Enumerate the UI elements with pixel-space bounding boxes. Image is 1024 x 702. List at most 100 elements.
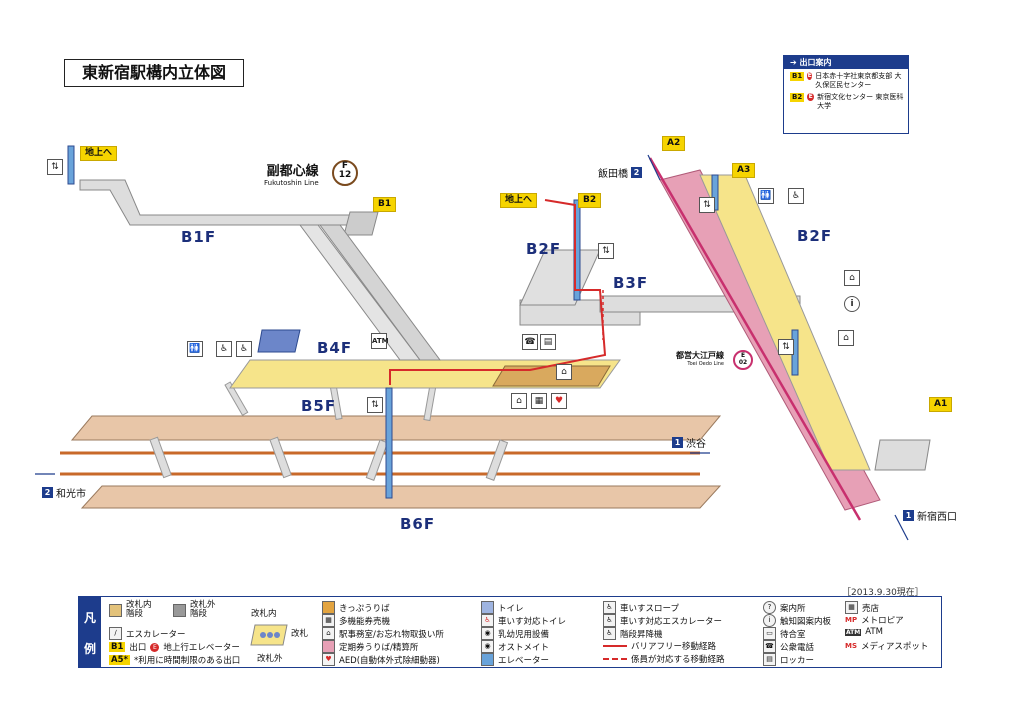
legend-text: 車いすスロープ [620, 603, 679, 614]
direction-wakoshi: 2 和光市 [42, 485, 86, 500]
aed-icon: ♥ [551, 393, 567, 409]
exit-guide: ➔ 出口案内 B1 E 日本赤十字社東京都支部 大久保区民センター B2 E 新… [783, 55, 909, 134]
legend-text: 車いす対応エスカレーター [620, 616, 723, 627]
elevator-mark: E [807, 93, 815, 101]
ticket-office-icon: ⌂ [556, 364, 572, 380]
legend-text: 売店 [862, 603, 880, 614]
accessible-toilet-icon: ♿ [481, 614, 494, 627]
stairs-icon [109, 603, 122, 617]
legend-side-2: 例 [83, 642, 96, 656]
elevator-icon: ⇅ [778, 339, 794, 355]
legend-text: 地上行エレベーター [163, 643, 240, 653]
baby-room-icon: ◉ [481, 627, 494, 640]
public-phone-icon: ☎ [522, 334, 538, 350]
legend-side: 凡 例 [79, 597, 101, 667]
elevator-icon: ⇅ [47, 159, 63, 175]
legend-exit-time: A5* *利用に時間制限のある出口 [109, 654, 240, 666]
direction-shibuya: 1 渋谷 [672, 435, 706, 450]
legend-wheelchair-escalator: ♿車いす対応エスカレーター [603, 614, 722, 627]
legend-multi-machine: ▦多機能券売機 [322, 614, 390, 627]
date-stamp: ［2013.9.30現在］ [842, 588, 924, 598]
legend-elevator: エレベーター [481, 653, 549, 666]
wakoshi-num: 2 [42, 487, 53, 498]
floor-b3f: B3F [613, 274, 649, 292]
tag-chijo-mid: 地上へ [500, 193, 538, 208]
tag-b1[interactable]: B1 [373, 197, 397, 212]
legend-stairs-outside: 改札外 階段 [173, 601, 216, 619]
exit-guide-heading: ➔ 出口案内 [784, 56, 908, 69]
exit-badge: B2 [790, 93, 805, 102]
legend-text: オストメイト [498, 642, 550, 653]
iidabashi-text: 飯田橋 [598, 169, 628, 180]
locker-icon: ▤ [763, 653, 776, 666]
toilet-icon [481, 601, 494, 614]
ostomate-icon: ◉ [481, 640, 494, 653]
legend-aed: ♥AED(自動体外式除細動器) [322, 653, 440, 666]
legend-waiting-room: ▭待合室 [763, 627, 806, 640]
tag-a2[interactable]: A2 [662, 136, 686, 151]
long-stair [319, 224, 441, 361]
elevator-mark: E [807, 72, 813, 80]
tag-a1[interactable]: A1 [929, 397, 953, 412]
elevator-oedo [711, 174, 719, 211]
route-line-icon [603, 645, 627, 647]
fukutoshin-en: Fukutoshin Line [264, 179, 319, 187]
legend-text: エレベーター [498, 655, 550, 666]
legend-shop: ▦ 売店 [845, 601, 879, 614]
legend-locker: ▤ロッカー [763, 653, 814, 666]
legend-text: 係員が対応する移動経路 [631, 655, 725, 665]
ticket-machine-icon: ▦ [531, 393, 547, 409]
metropia-icon: MP [845, 616, 858, 624]
tag-b2[interactable]: B2 [578, 193, 602, 208]
legend-barrier-free: バリアフリー移動経路 [603, 640, 716, 652]
legend-baby: ◉乳幼児用設備 [481, 627, 549, 640]
legend-text: 多機能券売機 [339, 616, 391, 627]
baby-room-icon: ♿ [788, 188, 804, 204]
exit-badge: B1 [109, 642, 126, 652]
oedo-concourse-b2f [699, 174, 871, 471]
legend-text: 改札外 [190, 600, 216, 610]
legend-station-office: ⌂駅事務室/お忘れ物取扱い所 [322, 627, 444, 640]
legend-text: メトロピア [861, 616, 904, 626]
route-dashed-icon [603, 658, 627, 660]
legend-text: 階段 [126, 609, 144, 619]
platform-b6f-lower [80, 485, 722, 509]
legend-toilet: トイレ [481, 601, 524, 614]
oedo-en: Toei Oedo Line [687, 361, 724, 367]
arrow-nishiguchi [894, 514, 909, 541]
gate-diagram [250, 624, 288, 646]
legend-stair-lift: ♿階段昇降機 [603, 627, 663, 640]
legend-text: 改札内 [126, 600, 152, 610]
fukutoshin-code-n: 12 [338, 170, 352, 180]
shop-icon: ▦ [845, 601, 858, 614]
station-3d-map [35, 145, 931, 541]
direction-shinjukunishiguchi: 1 新宿西口 [903, 508, 957, 523]
legend-text: エスカレーター [126, 629, 186, 640]
atm-icon: ATM [845, 628, 862, 636]
pass-office-icon [322, 640, 335, 653]
exit-guide-text: 新宿文化センター 東京医科大学 [817, 93, 904, 110]
info-icon: i [844, 296, 860, 312]
slope-icon: ♿ [603, 601, 616, 614]
legend-exit: B1 出口 E 地上行エレベーター [109, 641, 240, 653]
direction-iidabashi: 飯田橋 2 [598, 165, 642, 180]
legend-text: きっぷうりば [339, 603, 390, 614]
fukutoshin-label: 副都心線 Fukutoshin Line [264, 160, 319, 187]
legend-ticket: きっぷうりば [322, 601, 390, 614]
nishiguchi-text: 新宿西口 [917, 512, 957, 523]
escalator-icon: ∕ [109, 627, 122, 640]
elevator-icon: ⇅ [367, 397, 383, 413]
exit-guide-row: B1 E 日本赤十字社東京都支部 大久保区民センター [784, 69, 908, 90]
legend-stairs-inside: 改札内 階段 [109, 601, 152, 619]
tag-chijo-left: 地上へ [80, 146, 118, 161]
platform-stairs [149, 381, 509, 481]
legend-text: 駅事務室/お忘れ物取扱い所 [339, 629, 444, 640]
station-office-icon: ⌂ [844, 270, 860, 286]
legend-info-desk: ?案内所 [763, 601, 806, 614]
baby-room-icon: ♿ [216, 341, 232, 357]
floor-b6f: B6F [400, 515, 436, 533]
public-phone-icon: ☎ [763, 640, 776, 653]
tag-a3[interactable]: A3 [732, 163, 756, 178]
floor-b1f: B1F [181, 228, 217, 246]
